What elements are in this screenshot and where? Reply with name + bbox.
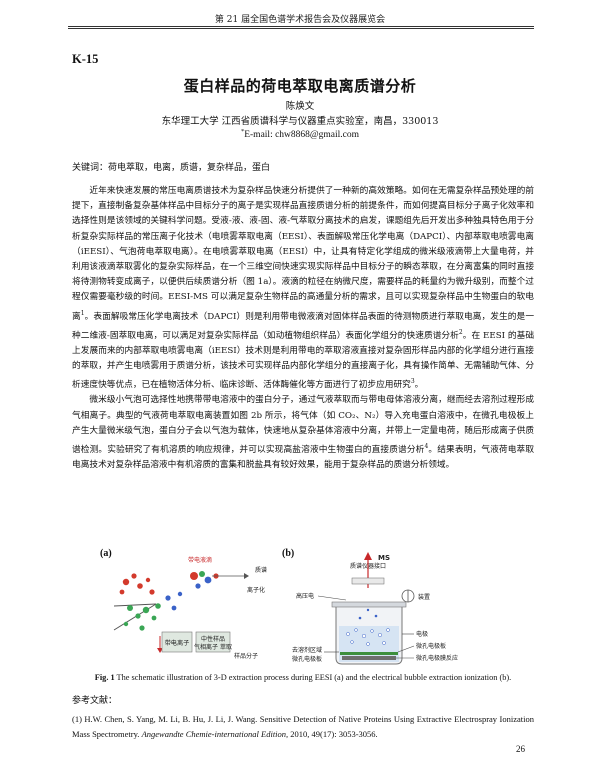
citation-4: 4 xyxy=(424,442,429,450)
paragraph-2: 微米级小气泡可选择性地携带带电溶液中的蛋白分子，通过气液萃取而与带电母体溶液分离… xyxy=(72,393,534,473)
porous-electrode xyxy=(340,652,398,655)
panel-b-label-film: 微孔电极膜反应 xyxy=(416,654,458,662)
panel-b-label-plate: 微孔电极板 xyxy=(416,642,446,650)
body-text: 近年来快速发展的常压电离质谱技术为复杂样品快速分析提供了一种新的高效策略。如何在… xyxy=(72,184,534,473)
affiliation: 东华理工大学 江西省质谱科学与仪器重点实验室，南昌，330013 xyxy=(161,116,439,127)
page-number: 26 xyxy=(516,744,525,754)
reference-1-details: 2010, 49(17): 3053-3056. xyxy=(288,729,378,739)
reference-1-journal: Angewandte Chemie-international Edition, xyxy=(141,729,289,739)
email: *E-mail: chw8868@gmail.com xyxy=(0,128,600,140)
interface-plate xyxy=(351,577,385,585)
running-head: 第 21 届全国色谱学术报告会及仪器展览会 xyxy=(214,15,386,25)
extraction-arrows xyxy=(157,636,163,653)
stage-box-2 xyxy=(195,631,231,653)
paragraph-2-part-b: 。结果表明，气液荷电萃取电离技术对复杂样品溶液中有机溶质的富集和脱盐具有较好效果… xyxy=(72,444,535,471)
paragraph-1-part-a: 近年来快速发展的常压电离质谱技术为复杂样品快速分析提供了一种新的高效策略。如何在… xyxy=(72,186,534,322)
caption-label: Fig. 1 xyxy=(94,673,115,682)
figure-panel-b: 质谱仪器接口 MS 高压电 装置 xyxy=(292,552,458,665)
molecule-figures xyxy=(190,571,219,589)
paper-title: 蛋白样品的荷电萃取电离质谱分析 xyxy=(183,77,417,95)
stage-box-1 xyxy=(161,631,193,653)
email-text: E-mail: chw8868@gmail.com xyxy=(244,130,360,141)
citation-1: 1 xyxy=(80,309,85,317)
abstract-id: K-15 xyxy=(72,52,99,66)
figure-caption: Fig. 1 The schematic illustration of 3-D… xyxy=(72,673,534,682)
reference-item: (1) H.W. Chen, S. Yang, M. Li, B. Hu, J.… xyxy=(72,712,534,742)
paragraph-1-part-c: 。在 EESI 的基础上发展而来的内部萃取电喷雾电离（iEESI）技术则是利用带… xyxy=(72,330,535,391)
panel-b-label-desolv: 去溶剂区域 xyxy=(292,646,322,654)
panel-a-label-2: 中性样品 xyxy=(201,635,225,643)
reference-1-text: (1) H.W. Chen, S. Yang, M. Li, B. Hu, J.… xyxy=(72,714,534,739)
header-rule xyxy=(68,26,534,27)
bubbles xyxy=(346,608,390,646)
caption-text: The schematic illustration of 3-D extrac… xyxy=(114,673,512,682)
figure-1: 带电离子 中性样品 气相离子 萃取 带电液滴 样品分子 离子化 质谱 质谱仪器接… xyxy=(113,552,458,665)
figure-panel-a: 带电离子 中性样品 气相离子 萃取 带电液滴 样品分子 离子化 质谱 xyxy=(113,556,267,660)
figure-label-a: (a) xyxy=(100,548,112,559)
panel-b-label-hv: 高压电 xyxy=(296,592,314,600)
ms-arrowhead xyxy=(364,552,372,560)
panel-a-label-1: 带电离子 xyxy=(165,639,190,647)
figure-label-b: (b) xyxy=(282,548,295,559)
vessel-lid xyxy=(331,601,407,608)
citation-3: 3 xyxy=(410,378,415,386)
gas-chamber xyxy=(342,656,396,660)
droplet-cluster-blue xyxy=(165,591,183,611)
droplet-cluster-red xyxy=(119,573,155,595)
paragraph-1: 近年来快速发展的常压电离质谱技术为复杂样品快速分析提供了一种新的高效策略。如何在… xyxy=(72,184,534,393)
spray-cone xyxy=(113,603,157,631)
email-mark: * xyxy=(240,128,245,135)
references: (1) H.W. Chen, S. Yang, M. Li, B. Hu, J.… xyxy=(72,712,534,742)
paragraph-1-part-b: 。表面解吸常压化学电离技术（DAPCI）则是利用带电微液滴对固体样品表面的待测物… xyxy=(72,311,535,341)
panel-a-label-3: 气相离子 萃取 xyxy=(194,643,232,651)
references-title: 参考文献： xyxy=(72,696,118,706)
panel-a-label-4: 带电液滴 xyxy=(188,556,212,564)
ms-label: MS xyxy=(378,554,390,562)
header-rule-double xyxy=(68,28,534,29)
citation-2: 2 xyxy=(458,328,463,336)
keywords: 关键词：荷电萃取，电离，质谱，复杂样品，蛋白 xyxy=(72,163,271,173)
panel-b-label-plate-left: 微孔电极板 xyxy=(292,655,322,663)
panel-b-label-device: 装置 xyxy=(418,593,430,601)
panel-a-label-6: 离子化 xyxy=(247,586,265,594)
panel-a-label-7: 质谱 xyxy=(255,566,267,574)
panel-a-arrowhead xyxy=(244,573,249,579)
author: 陈焕文 xyxy=(285,101,315,112)
panel-b-label-electrode: 电极 xyxy=(416,630,428,638)
hv-lead xyxy=(317,595,347,601)
paragraph-1-part-d: 。 xyxy=(414,380,424,391)
paragraph-2-part-a: 微米级小气泡可选择性地携带带电溶液中的蛋白分子，通过气液萃取而与带电母体溶液分离… xyxy=(72,395,534,455)
droplet-cluster-green xyxy=(123,603,161,631)
panel-a-label-5: 样品分子 xyxy=(234,652,258,660)
